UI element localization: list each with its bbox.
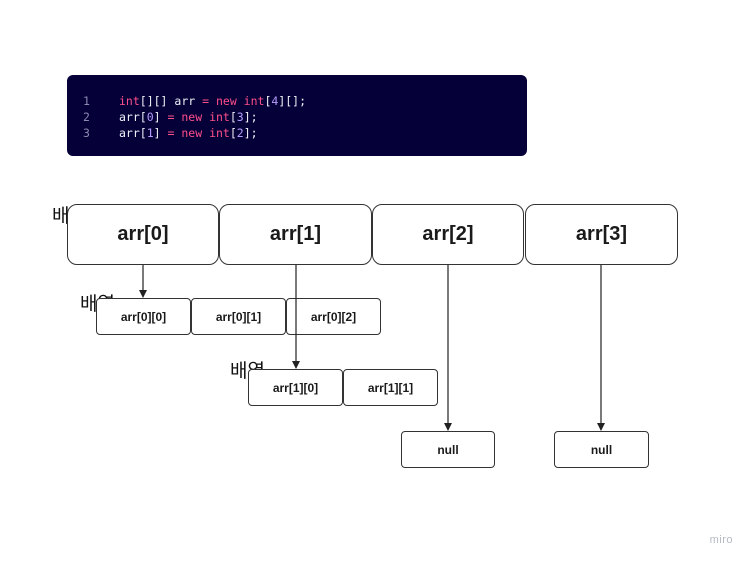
code-block: 1 int[][] arr = new int[4][]; 2 arr[0] = ne… bbox=[67, 75, 527, 156]
null-box-2: null bbox=[401, 431, 495, 468]
line-number: 2 bbox=[83, 110, 90, 124]
outer-cell-0: arr[0] bbox=[67, 204, 219, 265]
code-text: int[][] arr = new int[4][]; bbox=[119, 94, 307, 108]
code-line: 3 arr[1] = new int[2]; bbox=[67, 125, 527, 141]
code-line: 2 arr[0] = new int[3]; bbox=[67, 109, 527, 125]
miro-watermark: miro bbox=[709, 534, 733, 546]
null-box-3: null bbox=[554, 431, 649, 468]
line-number: 3 bbox=[83, 126, 90, 140]
line-number: 1 bbox=[83, 94, 90, 108]
inner1-cell-0: arr[1][0] bbox=[248, 369, 343, 406]
outer-cell-1: arr[1] bbox=[219, 204, 372, 265]
code-text: arr[1] = new int[2]; bbox=[119, 126, 258, 140]
inner0-cell-0: arr[0][0] bbox=[96, 298, 191, 335]
inner1-cell-1: arr[1][1] bbox=[343, 369, 438, 406]
code-line: 1 int[][] arr = new int[4][]; bbox=[67, 93, 527, 109]
inner0-cell-2: arr[0][2] bbox=[286, 298, 381, 335]
outer-cell-2: arr[2] bbox=[372, 204, 524, 265]
code-text: arr[0] = new int[3]; bbox=[119, 110, 258, 124]
inner0-cell-1: arr[0][1] bbox=[191, 298, 286, 335]
outer-cell-3: arr[3] bbox=[525, 204, 678, 265]
